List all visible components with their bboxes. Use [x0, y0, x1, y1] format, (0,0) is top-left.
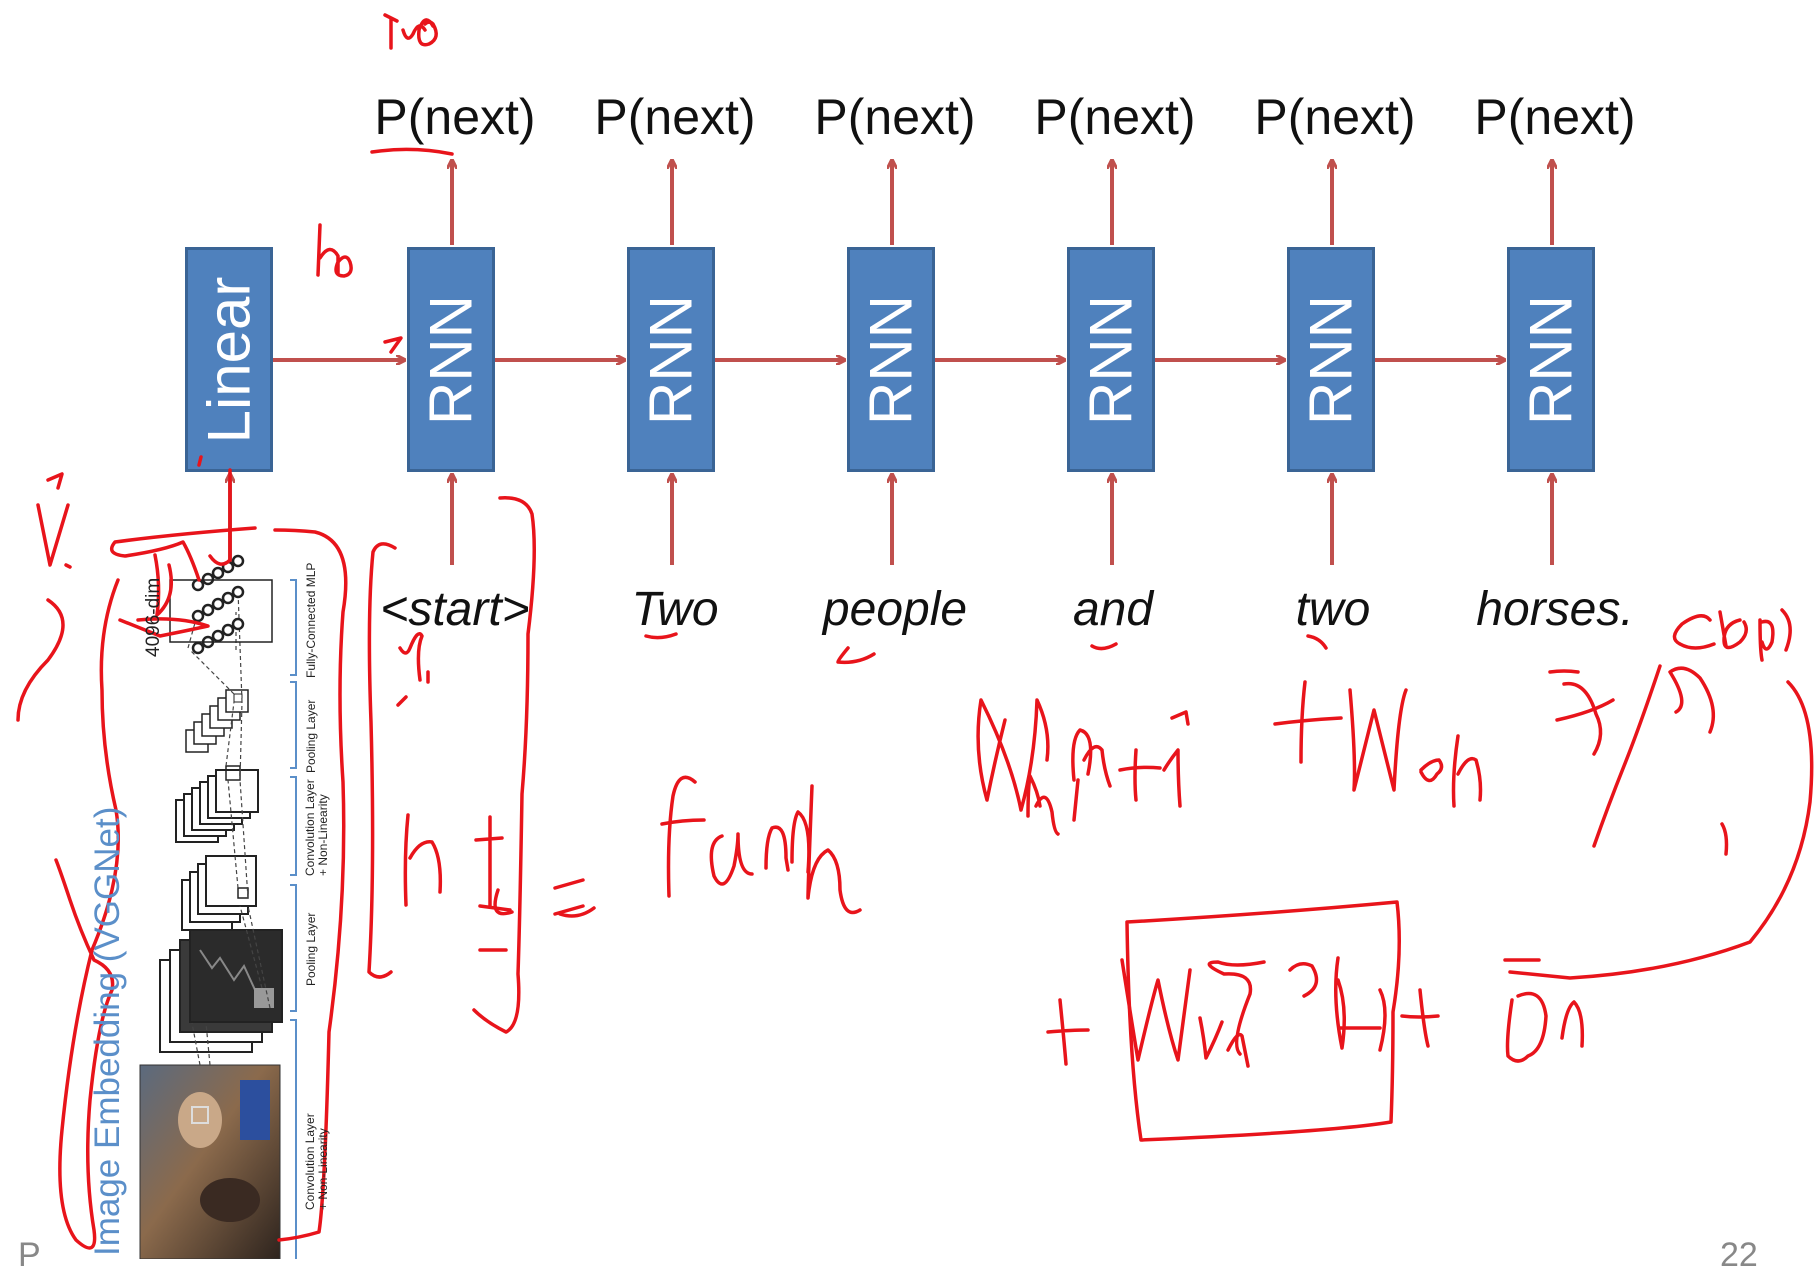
- cnn-layer-label: Fully-Connected MLP: [304, 562, 318, 678]
- page-number: 22: [1720, 1236, 1758, 1274]
- input-word: <start>: [380, 583, 530, 636]
- cnn-layer-label: Pooling Layer: [304, 699, 318, 773]
- handwritten-annotations: [16, 13, 1814, 1250]
- input-word: two: [1295, 583, 1371, 636]
- input-word: and: [1072, 583, 1154, 636]
- output-label: P(next): [1034, 89, 1196, 145]
- output-label: P(next): [374, 89, 536, 145]
- rnn-block: RNN: [1287, 247, 1375, 472]
- input-word: Two: [631, 583, 719, 636]
- footer-left-text: P: [18, 1236, 41, 1274]
- cnn-layer-label: Convolution Layer + Non-Linearity: [303, 779, 330, 876]
- cnn-title: Image Embedding (VGGNet): [88, 806, 127, 1256]
- cnn-layer-label: Convolution Layer + Non-Linearity: [303, 1113, 330, 1210]
- input-word: horses.: [1476, 583, 1634, 636]
- output-label: P(next): [594, 89, 756, 145]
- rnn-block: RNN: [1507, 247, 1595, 472]
- cnn-layer-label: Pooling Layer: [304, 912, 318, 986]
- rnn-block: RNN: [627, 247, 715, 472]
- output-arrows: [452, 161, 1552, 245]
- output-label: P(next): [814, 89, 976, 145]
- output-label: P(next): [1474, 89, 1636, 145]
- rnn-block: RNN: [1067, 247, 1155, 472]
- cnn-illustration: [139, 554, 297, 1259]
- rnn-block: RNN: [847, 247, 935, 472]
- input-arrows: [230, 475, 1552, 565]
- rnn-block: RNN: [407, 247, 495, 472]
- output-label: P(next): [1254, 89, 1416, 145]
- input-word: people: [822, 583, 968, 636]
- dim-label: 4096-dim: [143, 577, 164, 657]
